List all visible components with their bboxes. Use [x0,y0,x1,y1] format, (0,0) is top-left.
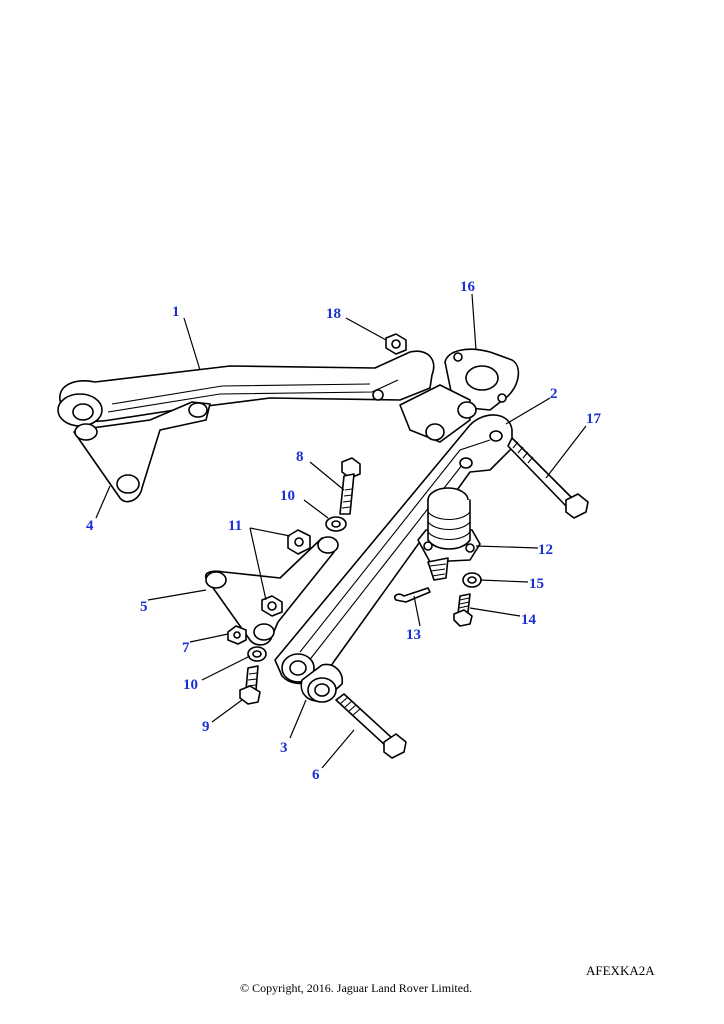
part-bolt-6 [335,693,407,759]
part-washer-10-lower [247,646,267,662]
part-nut-11-upper [287,529,311,555]
part-ball-joint-12 [417,487,481,581]
callout-13: 13 [406,627,421,643]
part-nut-18 [385,333,407,355]
part-bolt-8 [339,457,361,515]
part-bracket-5 [204,536,339,646]
callout-3: 3 [280,740,288,756]
callout-14: 14 [521,612,537,628]
part-split-pin-13 [393,587,431,603]
callout-labels: 1 2 3 4 5 6 7 8 9 10 10 11 12 13 14 15 1… [86,279,602,783]
part-upper-arm [57,350,435,427]
leader-lines [95,293,587,769]
callout-11: 11 [228,518,242,534]
callout-17: 17 [586,411,602,427]
callout-6: 6 [312,767,320,783]
callout-2: 2 [550,386,558,402]
part-bracket-4 [73,401,211,503]
callout-12: 12 [538,542,553,558]
part-clamp-bracket [399,348,520,443]
part-washer-10-upper [325,516,347,532]
callout-9: 9 [202,719,210,735]
part-bolt-9 [239,665,261,705]
part-nut-11-lower [261,595,283,617]
diagram-reference-code: AFEXKA2A [586,963,655,978]
part-bolt-14 [453,593,473,627]
copyright-notice: © Copyright, 2016. Jaguar Land Rover Lim… [240,981,473,995]
callout-18: 18 [326,306,341,322]
part-washer-15 [462,572,482,588]
callout-8: 8 [296,449,304,465]
callout-4: 4 [86,518,94,534]
callout-7: 7 [182,640,190,656]
part-nut-7 [227,625,247,645]
part-diagonal-link [274,414,513,685]
callout-5: 5 [140,599,148,615]
part-bolt-17 [507,437,589,519]
callout-16: 16 [460,279,476,295]
part-bush-3 [300,663,344,703]
callout-1: 1 [172,304,180,320]
callout-15: 15 [529,576,544,592]
callout-10-upper: 10 [280,488,295,504]
callout-10-lower: 10 [183,677,198,693]
